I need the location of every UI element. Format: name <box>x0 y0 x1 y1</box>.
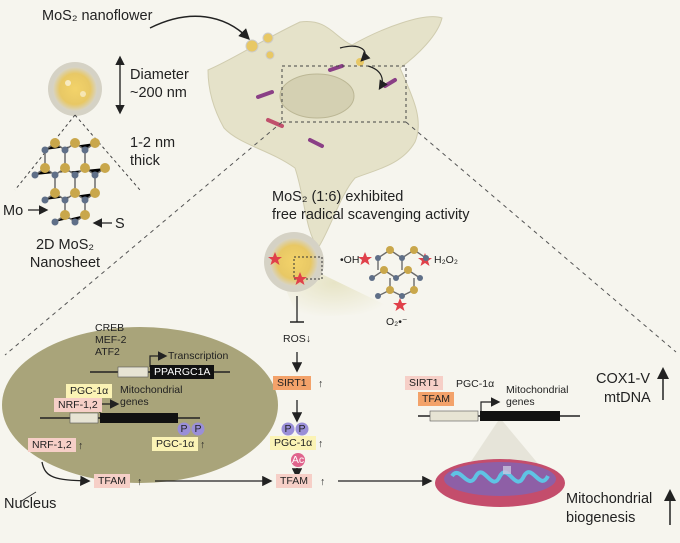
p-label: P <box>284 423 292 435</box>
nrf-up: ↑ <box>78 440 84 452</box>
tfam-up-2: ↑ <box>320 476 326 488</box>
zoom-box <box>281 65 407 123</box>
s-label: S <box>115 216 125 232</box>
nucleus-label: Nucleus <box>4 496 57 512</box>
mo-label: Mo <box>3 203 24 219</box>
mito-genes-label: Mitochondrial genes <box>506 384 569 408</box>
phospho-circle <box>177 422 191 436</box>
nanosheet-label: 2D MoS₂ Nanosheet <box>29 237 101 271</box>
pgc-tag-up: PGC-1α <box>152 437 199 451</box>
biogenesis-label: Mitochondrial biogenesis <box>566 491 653 526</box>
nrf-tag-up: NRF-1,2 <box>28 438 76 452</box>
tf-creb: CREB <box>95 322 125 334</box>
zoom-line-right <box>405 121 677 353</box>
cell-nanoflowers <box>245 32 364 66</box>
mtdna-label: mtDNA <box>604 390 651 406</box>
pgc-tag-center: PGC-1α <box>270 436 317 450</box>
tfam-up-1: ↑ <box>137 476 143 488</box>
ac-label: Ac <box>291 454 305 466</box>
entry-arrow <box>149 15 250 40</box>
s-atoms <box>31 146 99 226</box>
nanoflower-title: MoS₂ nanoflower <box>42 8 153 24</box>
pgc-up-center: ↑ <box>318 438 324 450</box>
p-label: P <box>298 423 306 435</box>
activity-line-1: MoS₂ (1:6) exhibited <box>272 189 404 205</box>
pgc-mito: PGC-1α <box>456 378 495 390</box>
pgc-tag-nucleus: PGC-1α <box>66 384 113 398</box>
mitochondrion <box>435 459 565 507</box>
pgc-up-nucleus: ↑ <box>200 439 206 451</box>
activity-line-2: free radical scavenging activity <box>272 207 470 223</box>
h2o2-label: H₂O₂ <box>434 254 458 266</box>
nanosheet-lattice <box>34 142 106 223</box>
diameter-label: Diameter ~200 nm <box>130 67 189 101</box>
mito-genes-nucleus: Mitochondrial genes <box>120 384 183 408</box>
sirt1-up: ↑ <box>318 378 324 390</box>
tfam-tag-2: TFAM <box>276 474 312 488</box>
nanoflower-graphic <box>48 62 102 116</box>
ros-label: ROS↓ <box>283 333 312 345</box>
transcription-label: Transcription <box>168 350 229 362</box>
mo-atoms <box>40 138 110 220</box>
sirt1-tag-mito: SIRT1 <box>405 376 443 390</box>
tfam-tag-mito: TFAM <box>418 392 454 406</box>
tf-mef2: MEF-2 <box>95 334 127 346</box>
nrf-tag-nucleus: NRF-1,2 <box>54 398 102 412</box>
thickness-label: 1-2 nm thick <box>130 135 176 169</box>
superoxide-label: O₂•⁻ <box>386 316 408 328</box>
p-label: P <box>194 423 202 435</box>
acetyl-circle <box>291 453 305 467</box>
cell-body <box>207 16 443 249</box>
tfam-tag-1: TFAM <box>94 474 130 488</box>
tf-atf2: ATF2 <box>95 346 120 358</box>
p-label: P <box>180 423 188 435</box>
scavenging-nanoflower <box>264 232 324 292</box>
hydroxyl-label: •OH <box>340 254 360 266</box>
cell-nucleus <box>279 73 355 119</box>
sirt1-tag: SIRT1 <box>273 376 311 390</box>
cox-label: COX1-V <box>596 371 650 387</box>
ppargc1a-gene: PPARGC1A <box>150 365 215 379</box>
